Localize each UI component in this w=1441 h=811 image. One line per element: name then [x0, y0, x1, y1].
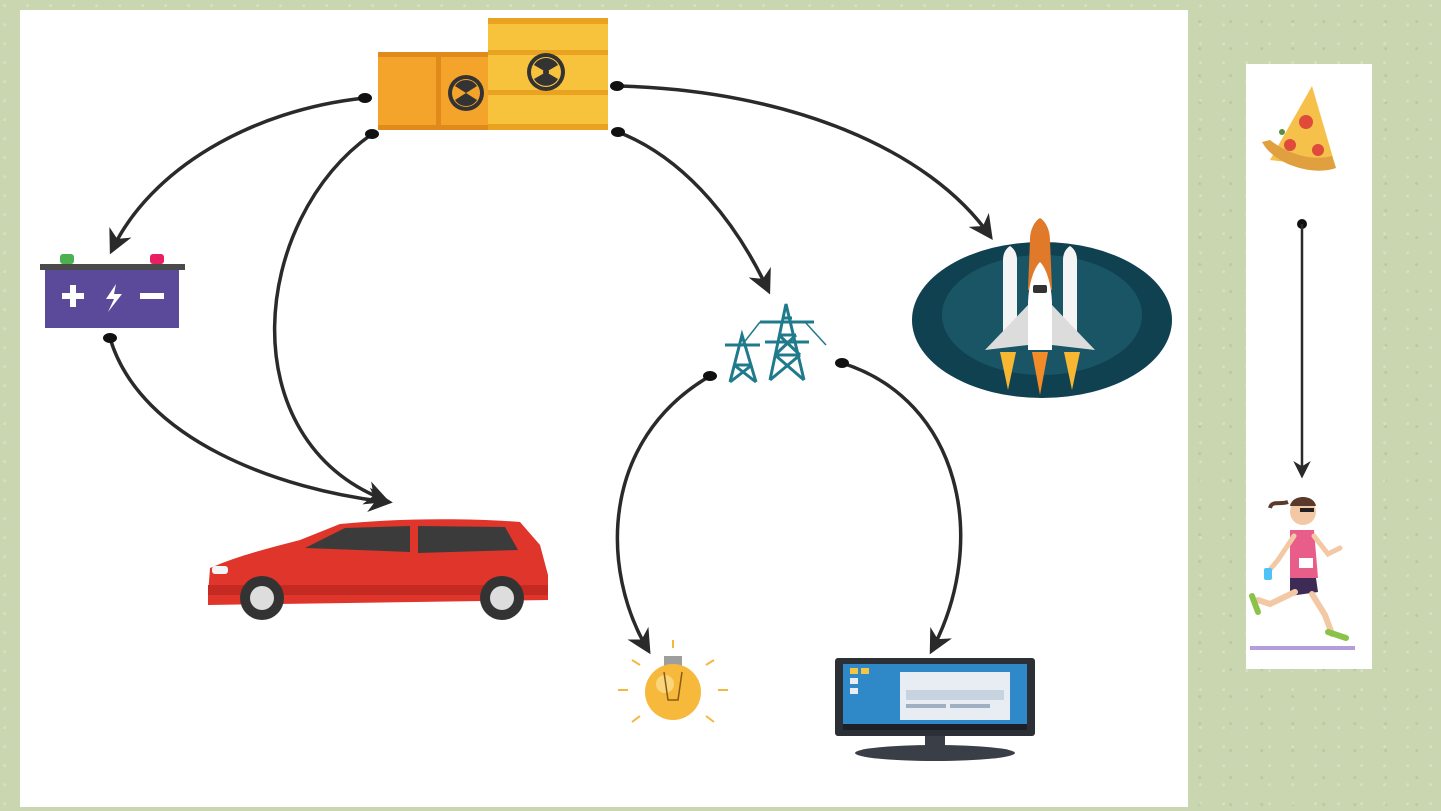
side-edge-pizza-to-runner [1297, 219, 1307, 475]
pizza-slice-icon [1262, 86, 1336, 171]
running-woman-icon [1250, 497, 1355, 650]
battery-icon [40, 254, 185, 328]
edge-pylons-to-monitor [842, 363, 961, 650]
edge-barrels-to-car [275, 134, 385, 500]
red-car-icon [208, 519, 548, 620]
light-bulb-icon [618, 640, 728, 722]
edge-barrels-to-pylons [618, 132, 768, 290]
power-pylons-icon [725, 304, 826, 382]
radioactive-barrels-icon [378, 18, 608, 130]
space-shuttle-icon [912, 218, 1172, 398]
computer-monitor-icon [835, 658, 1035, 761]
edge-barrels-to-rocket [617, 86, 990, 236]
edge-barrels-to-battery [112, 98, 365, 250]
edge-pylons-to-bulb [617, 376, 710, 650]
